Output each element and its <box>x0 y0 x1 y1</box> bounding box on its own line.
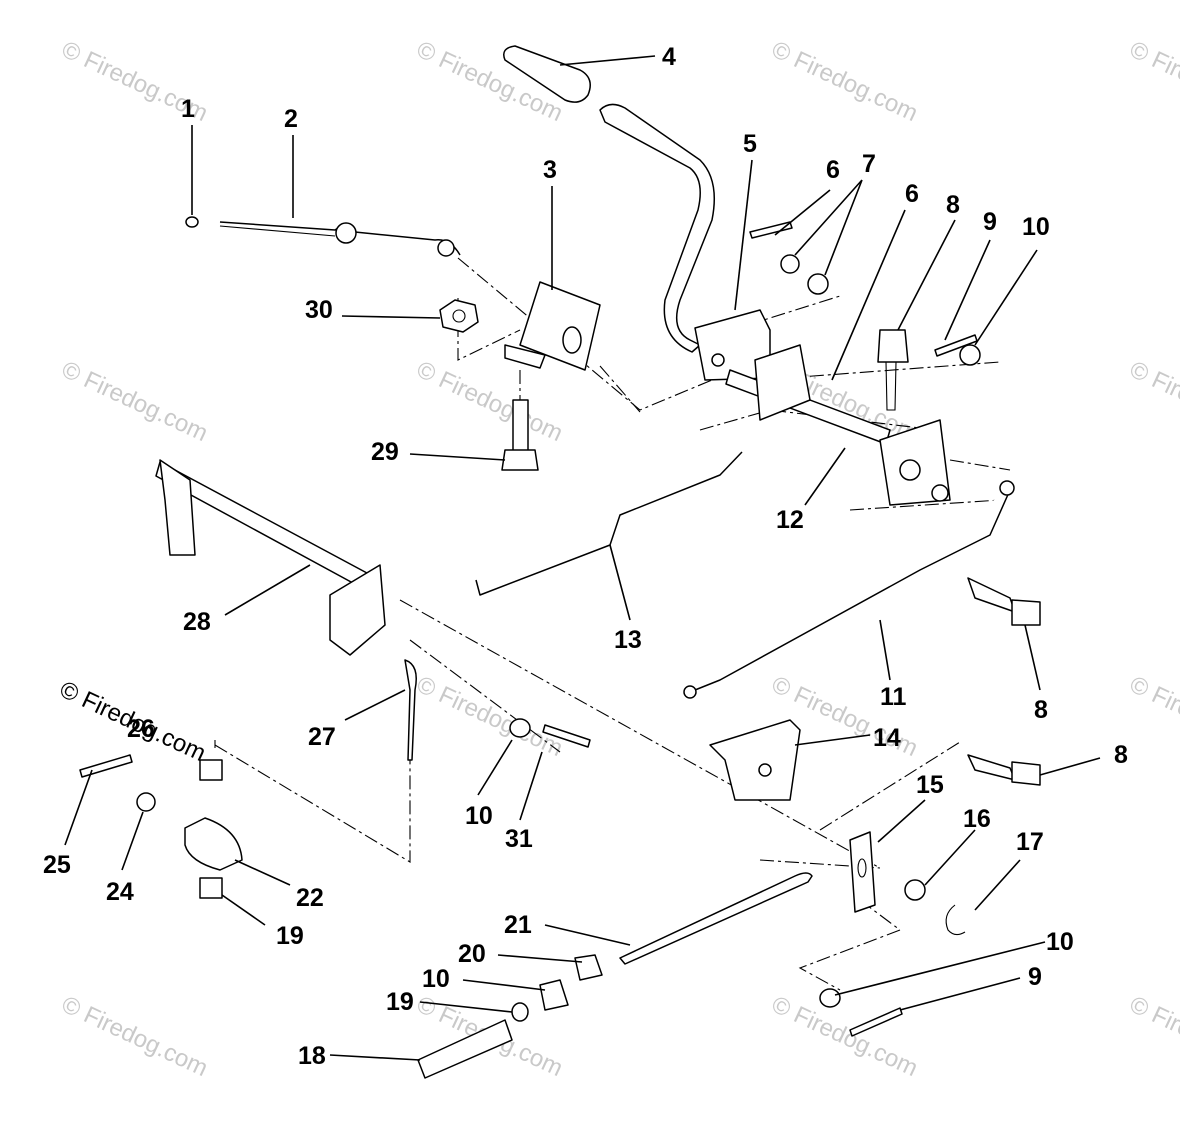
callout-24: 24 <box>106 878 134 906</box>
callout-4: 4 <box>662 43 676 71</box>
callout-12: 12 <box>776 506 804 534</box>
callout-17: 17 <box>1016 828 1044 856</box>
watermark: © Firedog.com <box>1125 356 1180 447</box>
callout-25: 25 <box>43 851 71 879</box>
callout-10: 10 <box>1022 213 1050 241</box>
watermark: © Firedog.com <box>1125 36 1180 127</box>
callout-1: 1 <box>181 95 195 123</box>
watermark: © Firedog.com <box>767 991 921 1082</box>
leader-lines <box>64 55 1101 1061</box>
callout-5: 5 <box>743 130 757 158</box>
callout-6: 6 <box>905 180 919 208</box>
callout-11: 11 <box>880 683 907 711</box>
callout-28: 28 <box>183 608 211 636</box>
watermark: © Firedog.com <box>412 356 566 447</box>
callout-20: 20 <box>458 940 486 968</box>
callout-21: 21 <box>504 911 532 939</box>
callout-9: 9 <box>1028 963 1042 991</box>
part-drawings <box>79 45 1041 1079</box>
callout-6: 6 <box>826 156 840 184</box>
watermark: © Firedog.com <box>767 36 921 127</box>
callout-19: 19 <box>276 922 304 950</box>
callout-13: 13 <box>614 626 642 654</box>
watermark: © Firedog.com <box>412 671 566 762</box>
callout-10: 19 <box>386 988 414 1016</box>
callout-8: 8 <box>946 191 960 219</box>
watermark: © Firedog.com <box>1125 991 1180 1082</box>
callout-27: 27 <box>308 723 336 751</box>
callout-29: 29 <box>371 438 399 466</box>
callout-8: 8 <box>1114 741 1128 769</box>
watermark: © Firedog.com <box>1125 671 1180 762</box>
callout-30: 30 <box>305 296 333 324</box>
callout-19: 10 <box>422 965 450 993</box>
callout-14: 14 <box>873 724 901 752</box>
callout-26: 26 <box>127 715 155 743</box>
callout-31: 31 <box>505 825 533 853</box>
callout-18: 18 <box>298 1042 326 1070</box>
watermark: © Firedog.com <box>57 991 211 1082</box>
callout-22: 22 <box>296 884 324 912</box>
callout-2: 2 <box>284 105 298 133</box>
assembly-lines <box>214 257 1011 991</box>
watermark-layer: © Firedog.com © Firedog.com © Firedog.co… <box>55 36 1180 1082</box>
callout-16: 16 <box>963 805 991 833</box>
callout-labels: 1 2 3 4 5 6 7 6 8 9 10 30 29 12 13 28 11… <box>43 43 1128 1070</box>
callout-9: 9 <box>983 208 997 236</box>
watermark: © Firedog.com <box>57 356 211 447</box>
callout-7: 7 <box>862 150 876 178</box>
callout-10: 10 <box>1046 928 1074 956</box>
callout-10: 10 <box>465 802 493 830</box>
callout-3: 3 <box>543 156 557 184</box>
callout-15: 15 <box>916 771 944 799</box>
callout-8: 8 <box>1034 696 1048 724</box>
